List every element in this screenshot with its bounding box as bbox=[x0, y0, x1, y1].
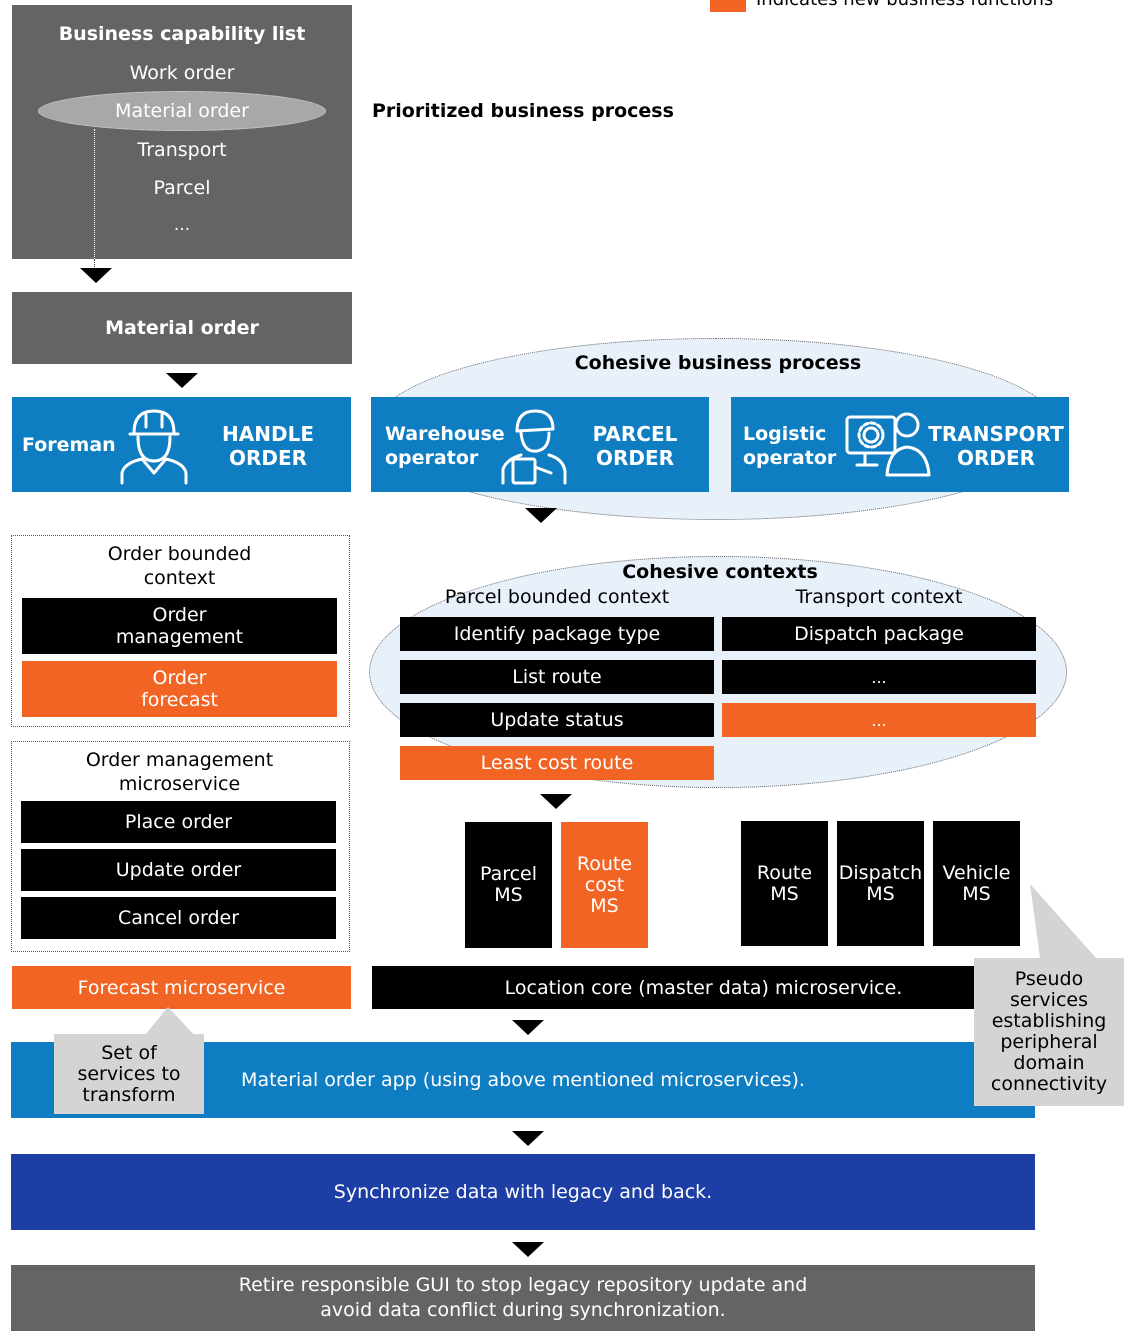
transport-context-title: Transport context bbox=[795, 586, 963, 608]
capability-list-title: Business capability list bbox=[58, 23, 306, 45]
actor-box-foreman: Foreman HANDLE ORDER bbox=[12, 397, 351, 492]
ms-route: Route MS bbox=[741, 821, 828, 946]
parcel-item-least-cost: Least cost route bbox=[400, 746, 714, 780]
parcel-item-list-route: List route bbox=[400, 660, 714, 694]
parcel-item-update-status: Update status bbox=[400, 703, 714, 737]
operator-computer-icon bbox=[845, 412, 931, 477]
callout-pointer-pseudo bbox=[1030, 884, 1096, 958]
dotted-connector-out bbox=[94, 259, 95, 267]
capability-item-parcel: Parcel bbox=[153, 177, 211, 199]
transport-item-dispatch: Dispatch package bbox=[722, 617, 1036, 651]
forecast-ms-box: Forecast microservice bbox=[12, 966, 351, 1009]
arrow-down-icon bbox=[512, 1242, 544, 1257]
transport-item-new: ... bbox=[722, 703, 1036, 737]
capability-list-box: Business capability list Work order Mate… bbox=[12, 5, 352, 269]
order-forecast-box: Order forecast bbox=[22, 661, 337, 717]
order-management-box: Order management bbox=[22, 598, 337, 654]
ms-parcel: Parcel MS bbox=[465, 822, 552, 948]
cohesive-process-label: Cohesive business process bbox=[574, 352, 862, 374]
legend-label: Indicates new business functions bbox=[756, 0, 1053, 10]
prioritized-label: Prioritized business process bbox=[372, 100, 674, 122]
dotted-connector bbox=[94, 129, 95, 269]
actor-role-foreman: Foreman bbox=[22, 434, 116, 456]
ms-dispatch: Dispatch MS bbox=[837, 821, 924, 946]
actor-order-handle: HANDLE ORDER bbox=[222, 422, 314, 470]
worker-helmet-icon bbox=[120, 409, 188, 485]
ms-route-cost: Route cost MS bbox=[561, 822, 648, 948]
actor-order-parcel: PARCEL ORDER bbox=[592, 422, 678, 470]
legend-swatch bbox=[710, 0, 746, 12]
callout-transform: Set of services to transform bbox=[54, 1034, 204, 1114]
actor-order-transport: TRANSPORT ORDER bbox=[928, 422, 1064, 470]
arrow-down-icon bbox=[166, 373, 198, 388]
capability-item-work-order: Work order bbox=[129, 62, 235, 84]
actor-box-warehouse: Warehouse operator PARCEL ORDER bbox=[371, 397, 709, 492]
capability-item-material-order: Material order bbox=[115, 100, 249, 122]
transport-item-more: ... bbox=[722, 660, 1036, 694]
cancel-order-box: Cancel order bbox=[21, 897, 336, 939]
order-context-title: Order bounded context bbox=[107, 543, 252, 589]
parcel-context-title: Parcel bounded context bbox=[444, 586, 670, 608]
callout-pseudo: Pseudo services establishing peripheral … bbox=[974, 958, 1124, 1106]
material-order-label: Material order bbox=[105, 317, 259, 339]
cohesive-contexts-label: Cohesive contexts bbox=[622, 561, 818, 583]
material-order-box: Material order bbox=[12, 292, 352, 364]
order-ms-title: Order management microservice bbox=[85, 749, 274, 795]
update-order-box: Update order bbox=[21, 849, 336, 891]
actor-box-logistic: Logistic operator TRANSPORT ORDER bbox=[731, 397, 1069, 492]
ms-vehicle: Vehicle MS bbox=[933, 821, 1020, 946]
capability-highlight-ellipse: Material order bbox=[38, 91, 326, 131]
actor-role-logistic: Logistic operator bbox=[743, 423, 837, 469]
arrow-down-icon bbox=[512, 1131, 544, 1146]
parcel-item-identify: Identify package type bbox=[400, 617, 714, 651]
arrow-down-icon bbox=[525, 508, 557, 523]
order-bounded-context: Order bounded context Order management O… bbox=[11, 535, 350, 727]
arrow-down-icon bbox=[512, 1020, 544, 1035]
capability-item-more: ... bbox=[173, 215, 191, 235]
arrow-down-icon bbox=[540, 794, 572, 809]
actor-role-warehouse: Warehouse operator bbox=[385, 423, 505, 469]
warehouse-worker-icon bbox=[501, 409, 567, 485]
sync-box: Synchronize data with legacy and back. bbox=[11, 1154, 1035, 1230]
callout-pointer-transform bbox=[140, 1007, 200, 1041]
place-order-box: Place order bbox=[21, 801, 336, 843]
order-ms-box: Order management microservice Place orde… bbox=[11, 741, 350, 952]
retire-box: Retire responsible GUI to stop legacy re… bbox=[11, 1265, 1035, 1331]
location-core-box: Location core (master data) microservice… bbox=[372, 966, 1035, 1009]
arrow-down-icon bbox=[80, 268, 112, 283]
capability-item-transport: Transport bbox=[137, 139, 227, 161]
